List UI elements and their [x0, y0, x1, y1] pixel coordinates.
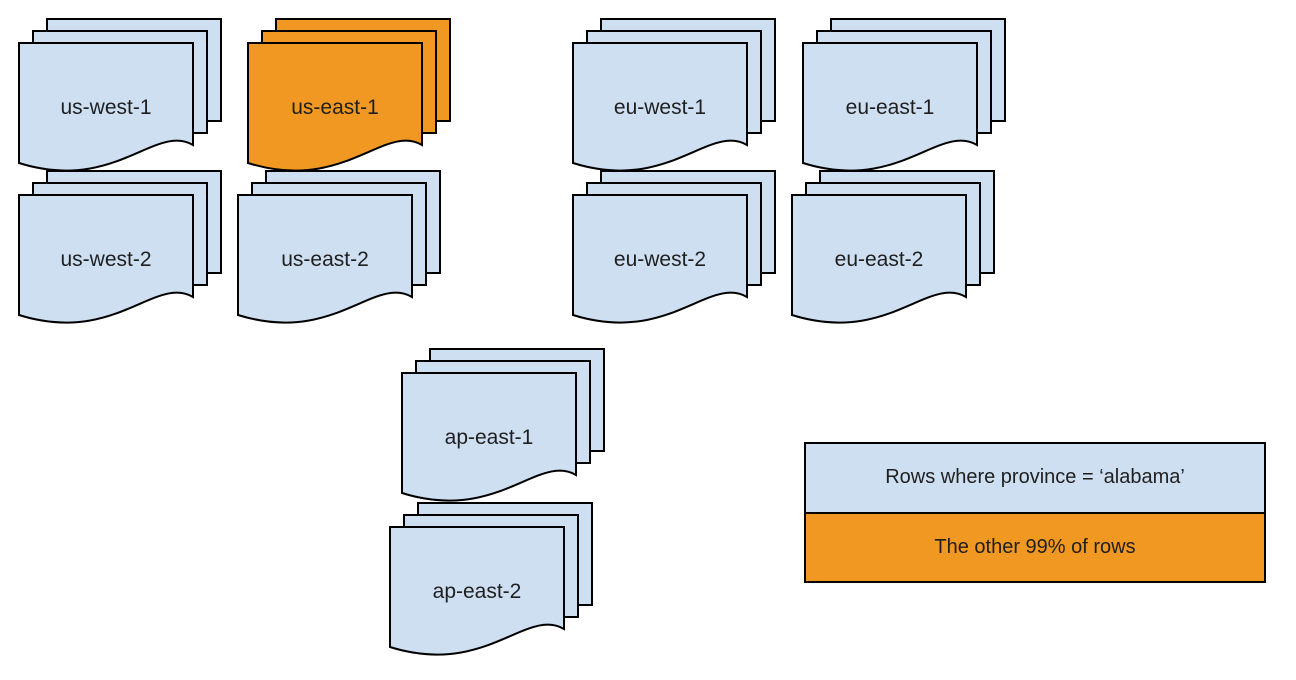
document-stack-icon — [18, 18, 222, 172]
document-stack-icon — [802, 18, 1006, 172]
region-label: ap-east-2 — [433, 580, 522, 603]
region-stack-eu-west-2: eu-west-2 — [572, 170, 776, 324]
legend: Rows where province = ‘alabama’ The othe… — [804, 442, 1266, 583]
region-label: ap-east-1 — [445, 426, 534, 449]
region-stack-us-east-2: us-east-2 — [237, 170, 441, 324]
document-stack-icon — [401, 348, 605, 502]
legend-item-other-rows: The other 99% of rows — [806, 511, 1264, 581]
region-stack-eu-east-1: eu-east-1 — [802, 18, 1006, 172]
region-label: eu-east-2 — [835, 248, 924, 271]
legend-item-alabama-rows: Rows where province = ‘alabama’ — [806, 444, 1264, 512]
region-stack-ap-east-2: ap-east-2 — [389, 502, 593, 656]
document-stack-icon — [791, 170, 995, 324]
document-stack-icon — [572, 170, 776, 324]
document-stack-icon — [18, 170, 222, 324]
region-stack-us-east-1: us-east-1 — [247, 18, 451, 172]
legend-label: The other 99% of rows — [934, 535, 1136, 558]
region-label: us-east-2 — [281, 248, 369, 271]
region-label: eu-west-2 — [614, 248, 706, 271]
document-stack-icon — [572, 18, 776, 172]
region-stack-eu-west-1: eu-west-1 — [572, 18, 776, 172]
document-stack-icon — [389, 502, 593, 656]
region-stack-us-west-2: us-west-2 — [18, 170, 222, 324]
region-label: eu-west-1 — [614, 96, 706, 119]
legend-label: Rows where province = ‘alabama’ — [885, 466, 1185, 489]
region-label: us-west-1 — [60, 96, 151, 119]
region-label: us-west-2 — [60, 248, 151, 271]
region-stack-eu-east-2: eu-east-2 — [791, 170, 995, 324]
region-label: eu-east-1 — [846, 96, 935, 119]
region-stack-ap-east-1: ap-east-1 — [401, 348, 605, 502]
document-stack-icon — [237, 170, 441, 324]
region-label: us-east-1 — [291, 96, 379, 119]
region-stack-us-west-1: us-west-1 — [18, 18, 222, 172]
document-stack-icon — [247, 18, 451, 172]
